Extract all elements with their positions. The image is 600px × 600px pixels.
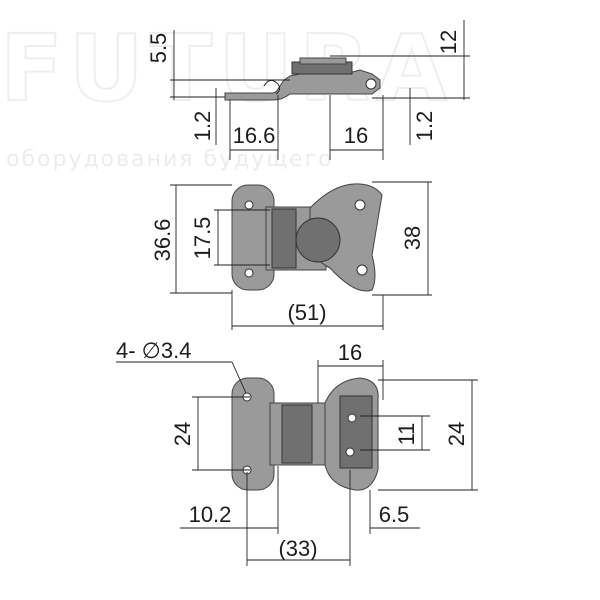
dim-16-bottom: 16	[338, 340, 362, 365]
dim-5-5: 5.5	[146, 33, 171, 64]
dim-17-5: 17.5	[190, 217, 215, 260]
dim-36-6: 36.6	[150, 219, 175, 262]
top-view-latch-profile	[224, 57, 381, 101]
dim-12: 12	[436, 30, 461, 54]
front-view: 36.6 17.5 38 (51)	[150, 181, 432, 330]
dim-24-left: 24	[170, 422, 195, 446]
dim-6-5: 6.5	[379, 502, 410, 527]
dim-16-6: 16.6	[233, 123, 276, 148]
watermark-brand: FUTURA	[0, 15, 453, 122]
bottom-view: 4- ∅3.4 16 24 11 24 10.2 6.5 (33)	[116, 338, 478, 566]
dim-24-right: 24	[444, 422, 469, 446]
dim-16-top: 16	[344, 123, 368, 148]
dim-1-2-right: 1.2	[412, 111, 437, 142]
dim-11: 11	[394, 423, 419, 446]
dim-51: (51)	[287, 300, 326, 325]
dim-33: (33)	[278, 536, 317, 561]
dim-10-2: 10.2	[189, 502, 232, 527]
top-view: 5.5 12 1.2 16.6 16 1.2	[146, 20, 470, 160]
dim-38: 38	[400, 226, 425, 250]
bottom-view-latch-body	[231, 377, 379, 491]
dim-1-2-left: 1.2	[190, 111, 215, 142]
front-view-latch-body	[231, 183, 383, 292]
hole-note: 4- ∅3.4	[116, 338, 191, 363]
watermark-tagline: оборудования будущего	[6, 147, 334, 172]
